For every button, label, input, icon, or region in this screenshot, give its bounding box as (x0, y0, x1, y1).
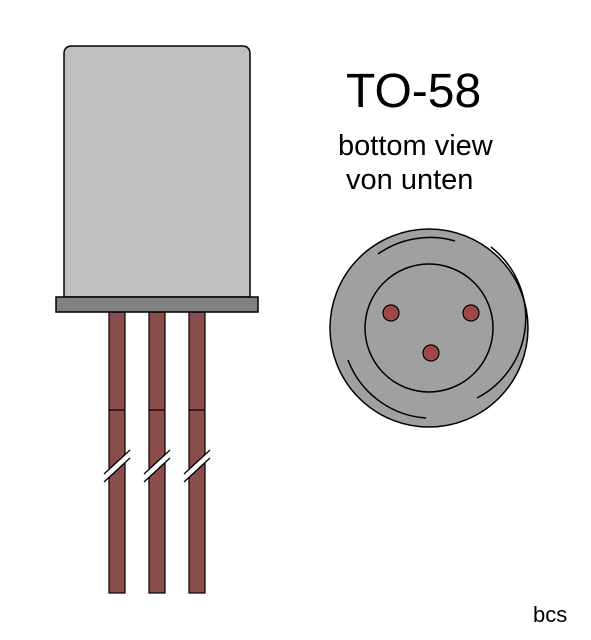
lead-break-marks (103, 449, 211, 483)
can-flange (55, 296, 259, 313)
break-mark-3-a (183, 449, 211, 475)
pin-1 (382, 304, 400, 322)
lead-1 (108, 311, 126, 594)
view-label-english: bottom view (338, 130, 493, 162)
break-mark-3-gap (184, 450, 210, 482)
rim-arc-left (347, 359, 427, 419)
break-mark-3-b (183, 457, 211, 483)
break-mark-2-gap (144, 450, 170, 482)
leads (108, 311, 206, 594)
side-view (55, 45, 259, 594)
rim-arc-top (377, 236, 456, 255)
pin-2 (462, 304, 480, 322)
break-mark-1-b (103, 457, 131, 483)
lead-3 (188, 311, 206, 594)
base-disc (329, 228, 529, 428)
author-credit: bcs (533, 602, 568, 627)
break-mark-1-a (103, 449, 131, 475)
view-label-german: von unten (346, 164, 474, 196)
break-mark-1-gap (104, 450, 130, 482)
break-mark-2-a (143, 449, 171, 475)
package-title: TO-58 (346, 65, 482, 118)
break-mark-2-b (143, 457, 171, 483)
can-body (63, 45, 251, 298)
rim-arc-right (476, 246, 527, 399)
lead-2 (148, 311, 166, 594)
inner-rim (364, 263, 494, 393)
bottom-view (329, 228, 529, 428)
pin-3 (422, 344, 440, 362)
